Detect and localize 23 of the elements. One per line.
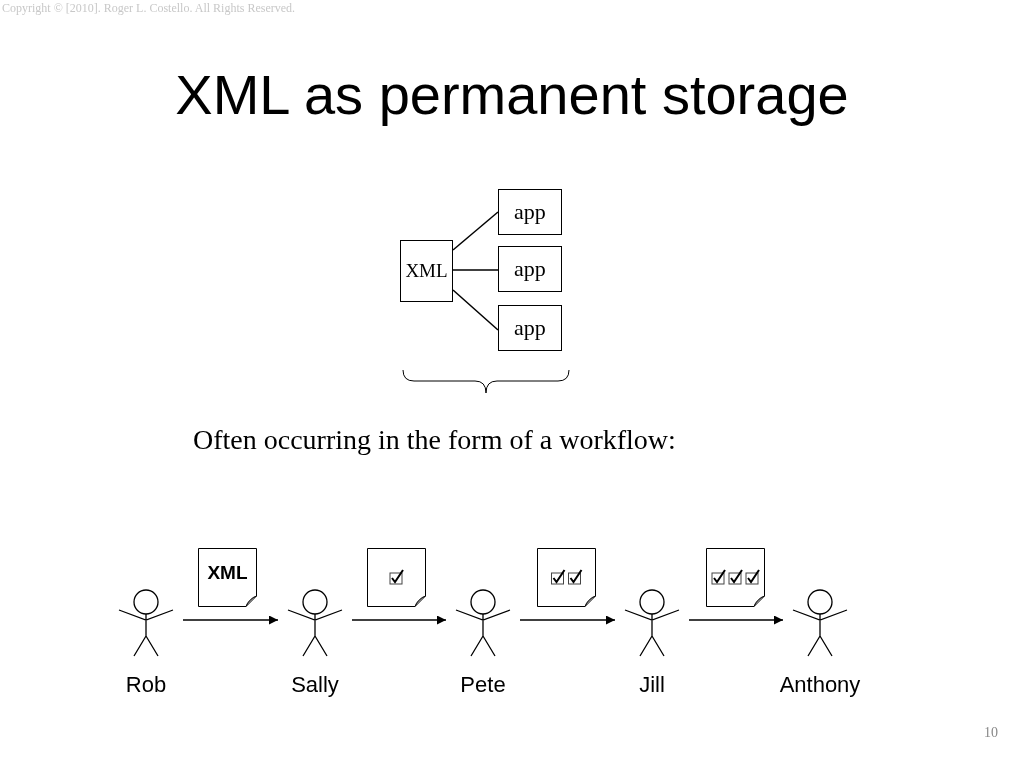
document-icon	[706, 548, 765, 607]
document-icon	[537, 548, 596, 607]
person-name: Jill	[639, 672, 665, 698]
slide-title: XML as permanent storage	[174, 62, 850, 127]
connector-line	[452, 269, 499, 271]
arrow	[688, 615, 784, 625]
connector-line	[452, 211, 499, 251]
connector-line	[452, 289, 499, 331]
page-number: 10	[984, 725, 998, 741]
person-name: Anthony	[779, 672, 861, 698]
text-box: app	[498, 305, 562, 351]
arrow	[519, 615, 616, 625]
person-name: Sally	[291, 672, 339, 698]
arrow	[182, 615, 279, 625]
text-box: app	[498, 246, 562, 292]
document-icon	[367, 548, 426, 607]
text-box: XML	[400, 240, 453, 302]
document-icon: XML	[198, 548, 257, 607]
arrow	[351, 615, 447, 625]
subtitle-text: Often occurring in the form of a workflow:	[193, 424, 676, 456]
person-name: Pete	[460, 672, 506, 698]
person-name: Rob	[125, 672, 167, 698]
text-box: app	[498, 189, 562, 235]
